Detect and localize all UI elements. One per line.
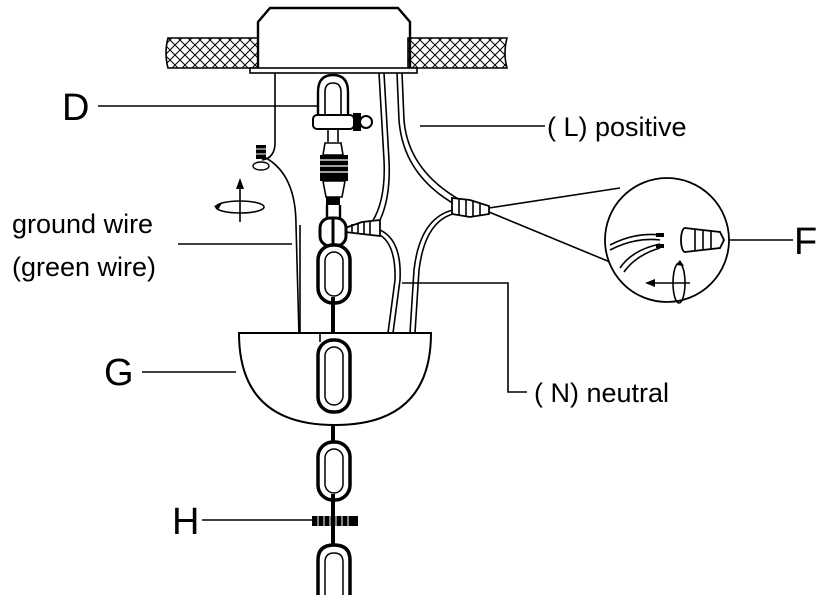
fixture-wires [379,209,454,334]
label-g: G [104,352,134,394]
junction-box [249,6,418,74]
ground-screw-icon [252,145,270,171]
leader-lines [98,105,793,521]
wire-nut-detail-icon [680,227,726,253]
twist-arrow-icon [645,260,690,304]
label-neutral: ( N) neutral [534,378,669,408]
ground-wire [261,73,301,336]
wire-nut-right-icon [451,196,490,218]
positive-wire [396,72,461,206]
ceiling [165,37,509,69]
label-d: D [62,87,89,129]
wire-nut-left-icon [344,218,381,238]
rotate-arrow-icon [214,178,265,222]
threaded-coupling [320,142,348,205]
label-green-wire: (green wire) [12,252,156,282]
detail-callout [488,177,730,303]
label-positive: ( L) positive [547,112,687,142]
label-h: H [172,501,199,543]
label-f: F [794,221,817,263]
label-ground-wire: ground wire [12,209,153,239]
chain-over-canopy [316,333,352,414]
ceiling-hook-shackle [312,73,373,142]
chain-nut [312,516,358,526]
box-neutral-wire [371,72,391,225]
